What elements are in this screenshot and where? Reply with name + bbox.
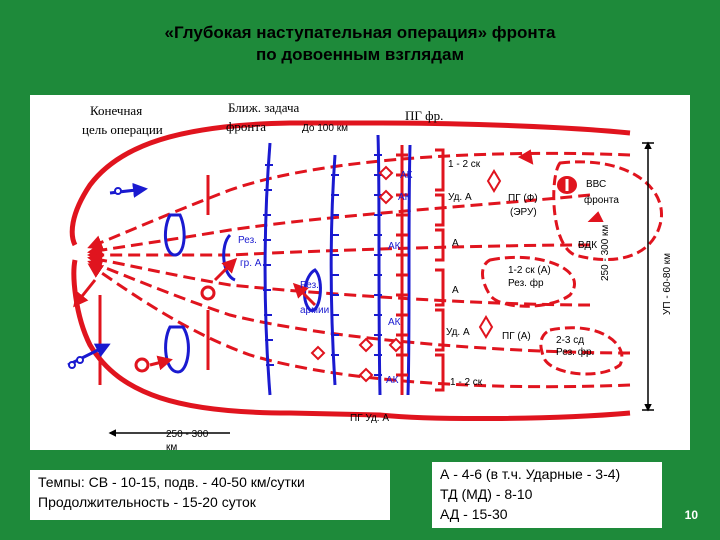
ud-a-bottom-label: Уд. А	[446, 327, 470, 338]
near-task-label-1: Ближ. задача	[228, 100, 300, 115]
ak-label-5: АК	[386, 375, 399, 386]
operation-diagram: Конечная цель операции Ближ. задача фрон…	[30, 95, 690, 453]
page-number: 10	[684, 508, 698, 522]
depth-100-label: До 100 км	[302, 123, 348, 134]
divisions-line: ТД (МД) - 8-10	[440, 486, 533, 502]
friendly-flags	[73, 257, 317, 373]
sd-label-2: Рез. фр.	[556, 347, 595, 358]
slide-title: «Глубокая наступательная операция» фронт…	[0, 22, 720, 66]
pg-a-label: ПГ (А)	[502, 331, 531, 342]
armies-line: А - 4-6 (в т.ч. Ударные - 3-4)	[440, 466, 621, 482]
pg-f-label-2: (ЭРУ)	[510, 207, 537, 218]
pg-f-label-1: ПГ (Ф)	[508, 193, 538, 204]
air-divisions-line: АД - 15-30	[440, 506, 508, 522]
up-label: УП - 60-80 км	[662, 252, 673, 315]
sd-label-1: 2-3 сд	[556, 335, 585, 346]
rez-army-label-2: армии	[300, 305, 330, 316]
friendly-hatching	[98, 145, 408, 395]
army-label-2: А	[452, 285, 459, 296]
ak-label-1: АК	[400, 170, 413, 181]
measurement-arrows	[108, 141, 654, 437]
pg-ud-a-label: ПГ Уд. А	[350, 413, 390, 424]
rez-gr-label-1: Рез.	[238, 235, 257, 246]
pg-front-label: ПГ фр.	[405, 108, 444, 123]
sk-top-label: 1 - 2 ск	[448, 159, 481, 170]
forces-info-box: А - 4-6 (в т.ч. Ударные - 3-4) ТД (МД) -…	[432, 462, 662, 528]
final-goal-label-1: Конечная	[90, 103, 143, 118]
front-line-brackets	[435, 148, 445, 392]
rez-gr-label-2: гр. А	[240, 258, 262, 269]
ud-a-top-label: Уд. А	[448, 192, 472, 203]
tempo-info-box: Темпы: СВ - 10-15, подв. - 40-50 км/сутк…	[30, 470, 390, 520]
sk-a-label-1: 1-2 ск (А)	[508, 265, 551, 276]
boundary-bottom	[71, 259, 631, 422]
front-boundary-lines	[69, 120, 631, 422]
ak-label-4: АК	[388, 317, 401, 328]
vvs-label-2: фронта	[584, 195, 619, 206]
enemy-units	[67, 182, 322, 374]
defense-hatching	[263, 154, 382, 376]
diagram-graphics	[67, 120, 663, 437]
duration-line: Продолжительность - 15-20 суток	[38, 494, 256, 510]
enemy-small-circles	[68, 187, 122, 369]
near-task-label-2: фронта	[226, 119, 266, 134]
depth-bottom-label-2: км	[166, 442, 178, 453]
army-label-1: А	[452, 238, 459, 249]
vvs-symbol	[517, 149, 604, 222]
sk-bottom-label: 1 - 2 ск	[450, 377, 483, 388]
title-line-1: «Глубокая наступательная операция» фронт…	[164, 23, 556, 42]
sk-a-label-2: Рез. фр	[508, 278, 544, 289]
vvs-area	[481, 160, 663, 376]
vvs-label-1: ВВС	[586, 179, 607, 190]
vdk-label: ВДК	[578, 240, 598, 251]
ak-label-3: АК	[388, 241, 401, 252]
command-diamonds	[310, 165, 502, 383]
title-line-2: по довоенным взглядам	[255, 45, 465, 64]
depth-bottom-label-1: 250 - 300	[166, 429, 209, 440]
final-goal-label-2: цель операции	[82, 122, 163, 137]
tempo-line: Темпы: СВ - 10-15, подв. - 40-50 км/сутк…	[38, 474, 305, 490]
width-label: 250 - 300 км	[600, 224, 611, 281]
rez-army-label-1: Рез.	[300, 280, 319, 291]
boundary-top	[69, 120, 631, 247]
ak-label-2: АК	[398, 192, 411, 203]
